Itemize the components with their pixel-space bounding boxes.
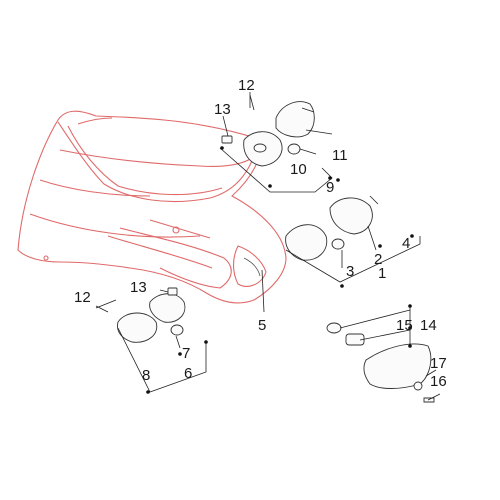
callout-1: 1 <box>378 265 387 282</box>
callout-12: 12 <box>238 77 255 94</box>
callout-6: 6 <box>184 365 193 382</box>
callout-3: 3 <box>346 263 355 280</box>
leader-lines <box>95 92 441 401</box>
leader-dots <box>146 146 414 394</box>
callout-17: 17 <box>430 355 447 372</box>
callout-13: 13 <box>130 279 147 296</box>
callout-12: 12 <box>74 289 91 306</box>
front-left-indicator <box>117 287 186 343</box>
callout-7: 7 <box>182 345 191 362</box>
callout-13: 13 <box>214 101 231 118</box>
callout-4: 4 <box>402 235 411 252</box>
callout-5: 5 <box>258 317 267 334</box>
front-right-indicator <box>221 101 315 167</box>
callout-8: 8 <box>142 367 151 384</box>
front-shield-body <box>17 110 287 304</box>
callout-15: 15 <box>396 317 413 334</box>
rear-right-indicator <box>285 197 373 261</box>
callout-9: 9 <box>326 179 335 196</box>
callout-11: 11 <box>332 147 348 164</box>
callout-10: 10 <box>290 161 307 178</box>
rear-light-unit <box>326 322 435 403</box>
callout-14: 14 <box>420 317 437 334</box>
callout-2: 2 <box>374 251 383 268</box>
callout-16: 16 <box>430 373 447 390</box>
